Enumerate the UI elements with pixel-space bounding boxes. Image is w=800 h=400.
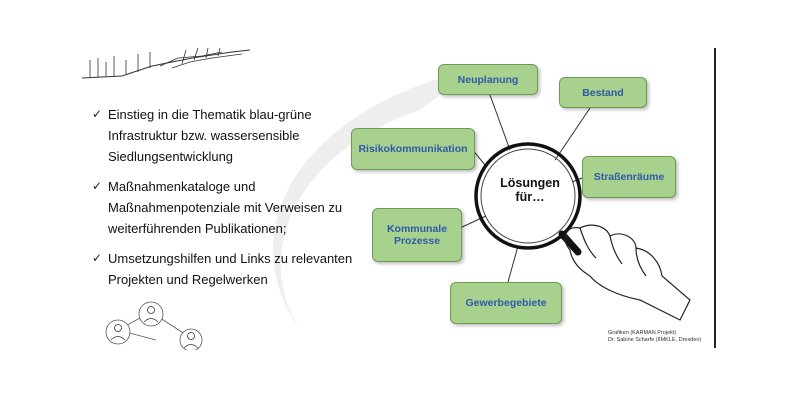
box-bestand: Bestand [559, 77, 647, 108]
box-label: Bestand [582, 86, 624, 99]
people-network-illustration [105, 301, 203, 350]
connector-neuplanung [489, 94, 511, 151]
box-kommunale-prozesse: Kommunale Prozesse [372, 208, 462, 262]
connector-gewerbegebiete [507, 245, 519, 283]
credit-line: Dr. Sabine Scharfe (IIMKLE, Dresden) [608, 337, 702, 343]
box-label: Risikokommunikation [358, 143, 468, 155]
bullet-text: Maßnahmenkataloge und Maßnahmenpotenzial… [108, 179, 343, 236]
bullet-item: ✓ Umsetzungshilfen und Links zu relevant… [92, 248, 362, 290]
box-label: Gewerbegebiete [465, 297, 547, 309]
credit-line: Grafiken (KARMAN Projekt) [608, 330, 677, 336]
bullet-list: ✓ Einstieg in die Thematik blau-grüne In… [92, 104, 362, 299]
connector-bestand [554, 107, 591, 161]
hand-illustration [564, 224, 691, 321]
center-label: Lösungen für… [500, 176, 560, 204]
box-label: Straßenräume [593, 171, 665, 183]
box-label: Neuplanung [457, 73, 519, 86]
bullet-text: Einstieg in die Thematik blau-grüne Infr… [108, 107, 312, 164]
image-credit: Grafiken (KARMAN Projekt) Dr. Sabine Sch… [608, 330, 701, 344]
bullet-item: ✓ Maßnahmenkataloge und Maßnahmenpotenzi… [92, 176, 362, 239]
box-neuplanung: Neuplanung [438, 64, 538, 95]
box-strassenraeume: Straßenräume [582, 156, 676, 198]
city-sketch-illustration [82, 48, 251, 79]
bullet-item: ✓ Einstieg in die Thematik blau-grüne In… [92, 104, 362, 167]
box-gewerbegebiete: Gewerbegebiete [450, 282, 562, 324]
box-label: Kommunale Prozesse [386, 223, 448, 247]
checkmark-icon: ✓ [92, 251, 103, 265]
box-risikokommunikation: Risikokommunikation [351, 128, 475, 170]
checkmark-icon: ✓ [92, 179, 103, 193]
bullet-text: Umsetzungshilfen und Links zu relevanten… [108, 251, 353, 287]
slide-right-border [714, 48, 716, 348]
checkmark-icon: ✓ [92, 107, 103, 121]
